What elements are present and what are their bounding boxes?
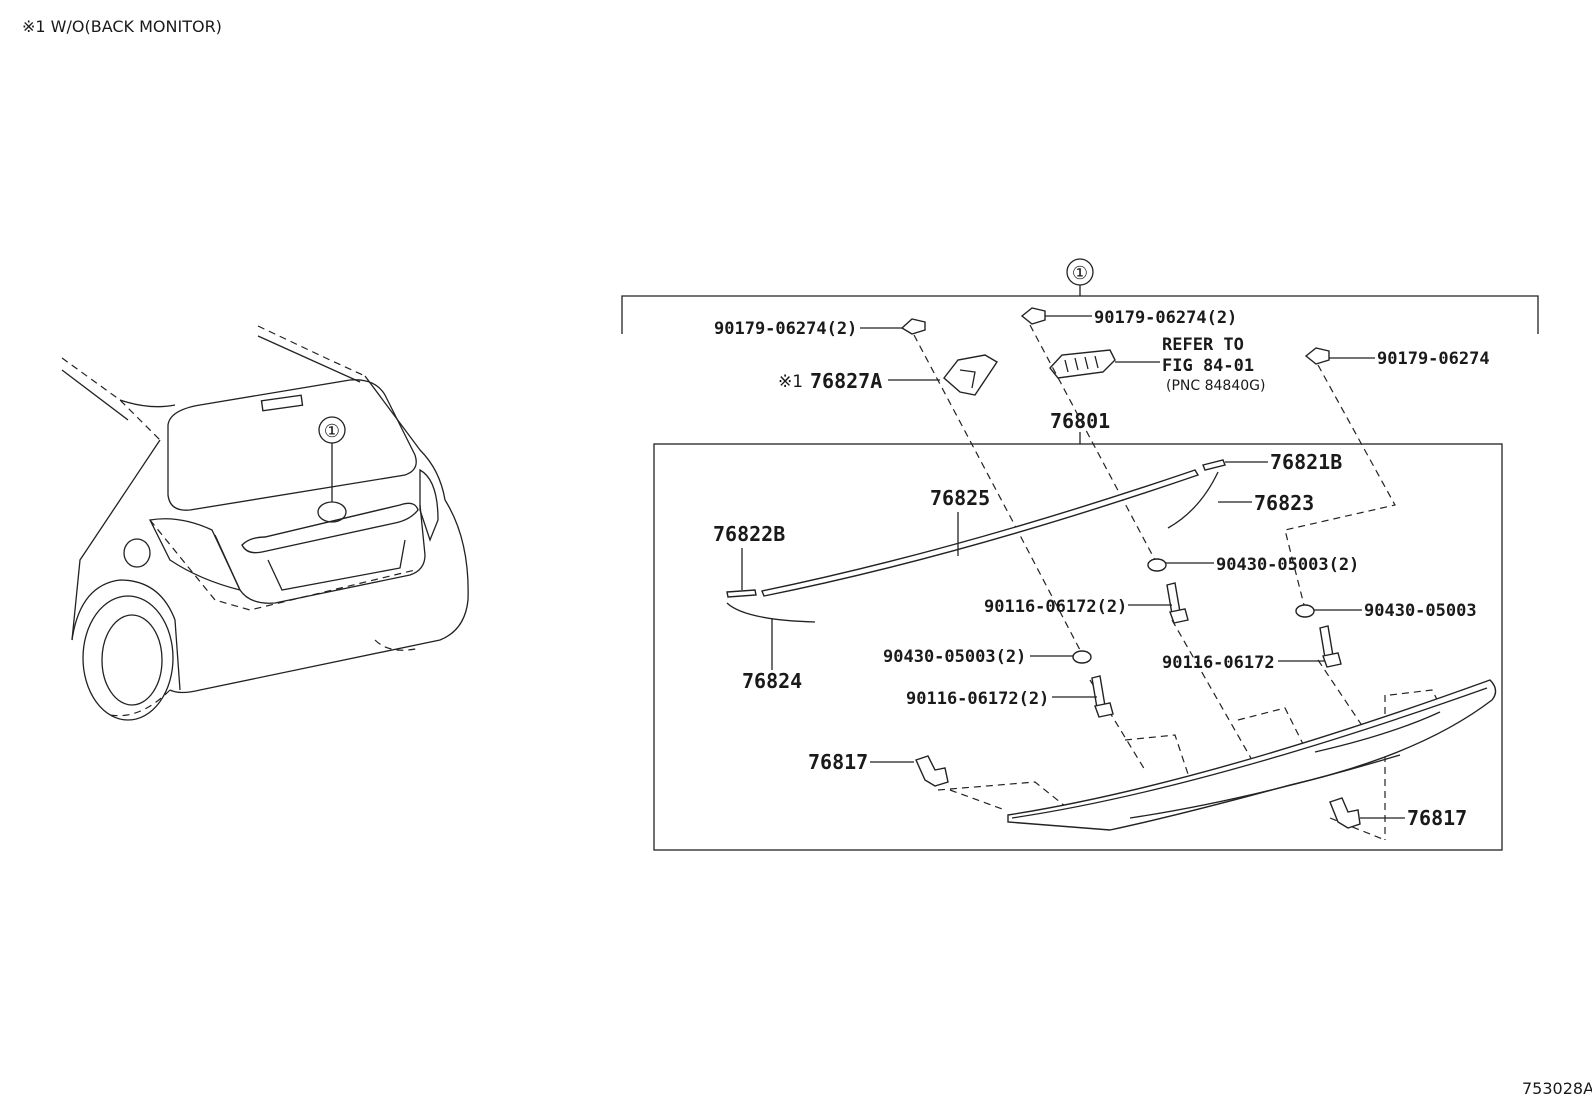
assembly-bracket: ① bbox=[621, 258, 1539, 334]
label-76817-left: 76817 bbox=[808, 750, 868, 774]
label-76817-right: 76817 bbox=[1407, 806, 1467, 830]
bolt-90116-right: 90116-06172 bbox=[1162, 625, 1342, 673]
label-90179-center: 90179-06274(2) bbox=[1094, 308, 1237, 328]
part-76827A: ※1 76827A bbox=[778, 354, 998, 396]
washer-90430-left: 90430-05003(2) bbox=[883, 647, 1092, 667]
clip-90179-center: 90179-06274(2) bbox=[1020, 307, 1237, 328]
label-76822B: 76822B bbox=[713, 522, 785, 546]
refer-line-1: REFER TO bbox=[1162, 335, 1244, 355]
molding-76825: 76825 bbox=[761, 469, 1200, 597]
car-callout-1: ① bbox=[324, 421, 340, 442]
label-note-mark: ※1 bbox=[778, 372, 803, 392]
back-monitor-note: ※1 W/O(BACK MONITOR) bbox=[22, 17, 222, 36]
assembly-guide-lines bbox=[913, 324, 1441, 841]
molding-76824: 76824 bbox=[726, 602, 816, 693]
clip-76817-left: 76817 bbox=[808, 750, 949, 787]
refer-line-3: (PNC 84840G) bbox=[1166, 378, 1265, 394]
assembly-callout-1: ① bbox=[1072, 263, 1088, 284]
molding-76821B: 76821B bbox=[1202, 450, 1342, 474]
sub-assembly-frame bbox=[653, 443, 1503, 851]
label-76823: 76823 bbox=[1254, 491, 1314, 515]
rear-spoiler bbox=[1007, 679, 1497, 831]
clip-90179-left: 90179-06274(2) bbox=[714, 318, 926, 339]
label-90116-left: 90116-06172(2) bbox=[906, 689, 1049, 709]
molding-76822B: 76822B bbox=[713, 522, 785, 598]
label-76821B: 76821B bbox=[1270, 450, 1342, 474]
molding-76823: 76823 bbox=[1167, 471, 1314, 529]
label-90430-left: 90430-05003(2) bbox=[883, 647, 1026, 667]
label-76827A: 76827A bbox=[810, 369, 882, 393]
license-lamp: REFER TO FIG 84-01 (PNC 84840G) bbox=[1049, 335, 1265, 394]
refer-line-2: FIG 84-01 bbox=[1162, 356, 1254, 376]
washer-90430-center: 90430-05003(2) bbox=[1147, 555, 1359, 575]
figure-id: 753028A bbox=[1522, 1079, 1592, 1098]
washer-90430-right: 90430-05003 bbox=[1295, 601, 1477, 621]
label-90430-center: 90430-05003(2) bbox=[1216, 555, 1359, 575]
label-90430-right: 90430-05003 bbox=[1364, 601, 1477, 621]
label-76801: 76801 bbox=[1050, 409, 1110, 433]
clip-90179-right: 90179-06274 bbox=[1304, 347, 1490, 369]
bolt-90116-left: 90116-06172(2) bbox=[906, 675, 1114, 718]
clip-76817-right: 76817 bbox=[1329, 797, 1467, 830]
label-90116-center: 90116-06172(2) bbox=[984, 597, 1127, 617]
label-90179-right: 90179-06274 bbox=[1377, 349, 1490, 369]
label-90116-right: 90116-06172 bbox=[1162, 653, 1275, 673]
label-76825: 76825 bbox=[930, 486, 990, 510]
label-76824: 76824 bbox=[742, 669, 802, 693]
vehicle-rear-illustration: ① bbox=[61, 325, 469, 721]
label-90179-left: 90179-06274(2) bbox=[714, 319, 857, 339]
bolt-90116-center: 90116-06172(2) bbox=[984, 582, 1189, 624]
